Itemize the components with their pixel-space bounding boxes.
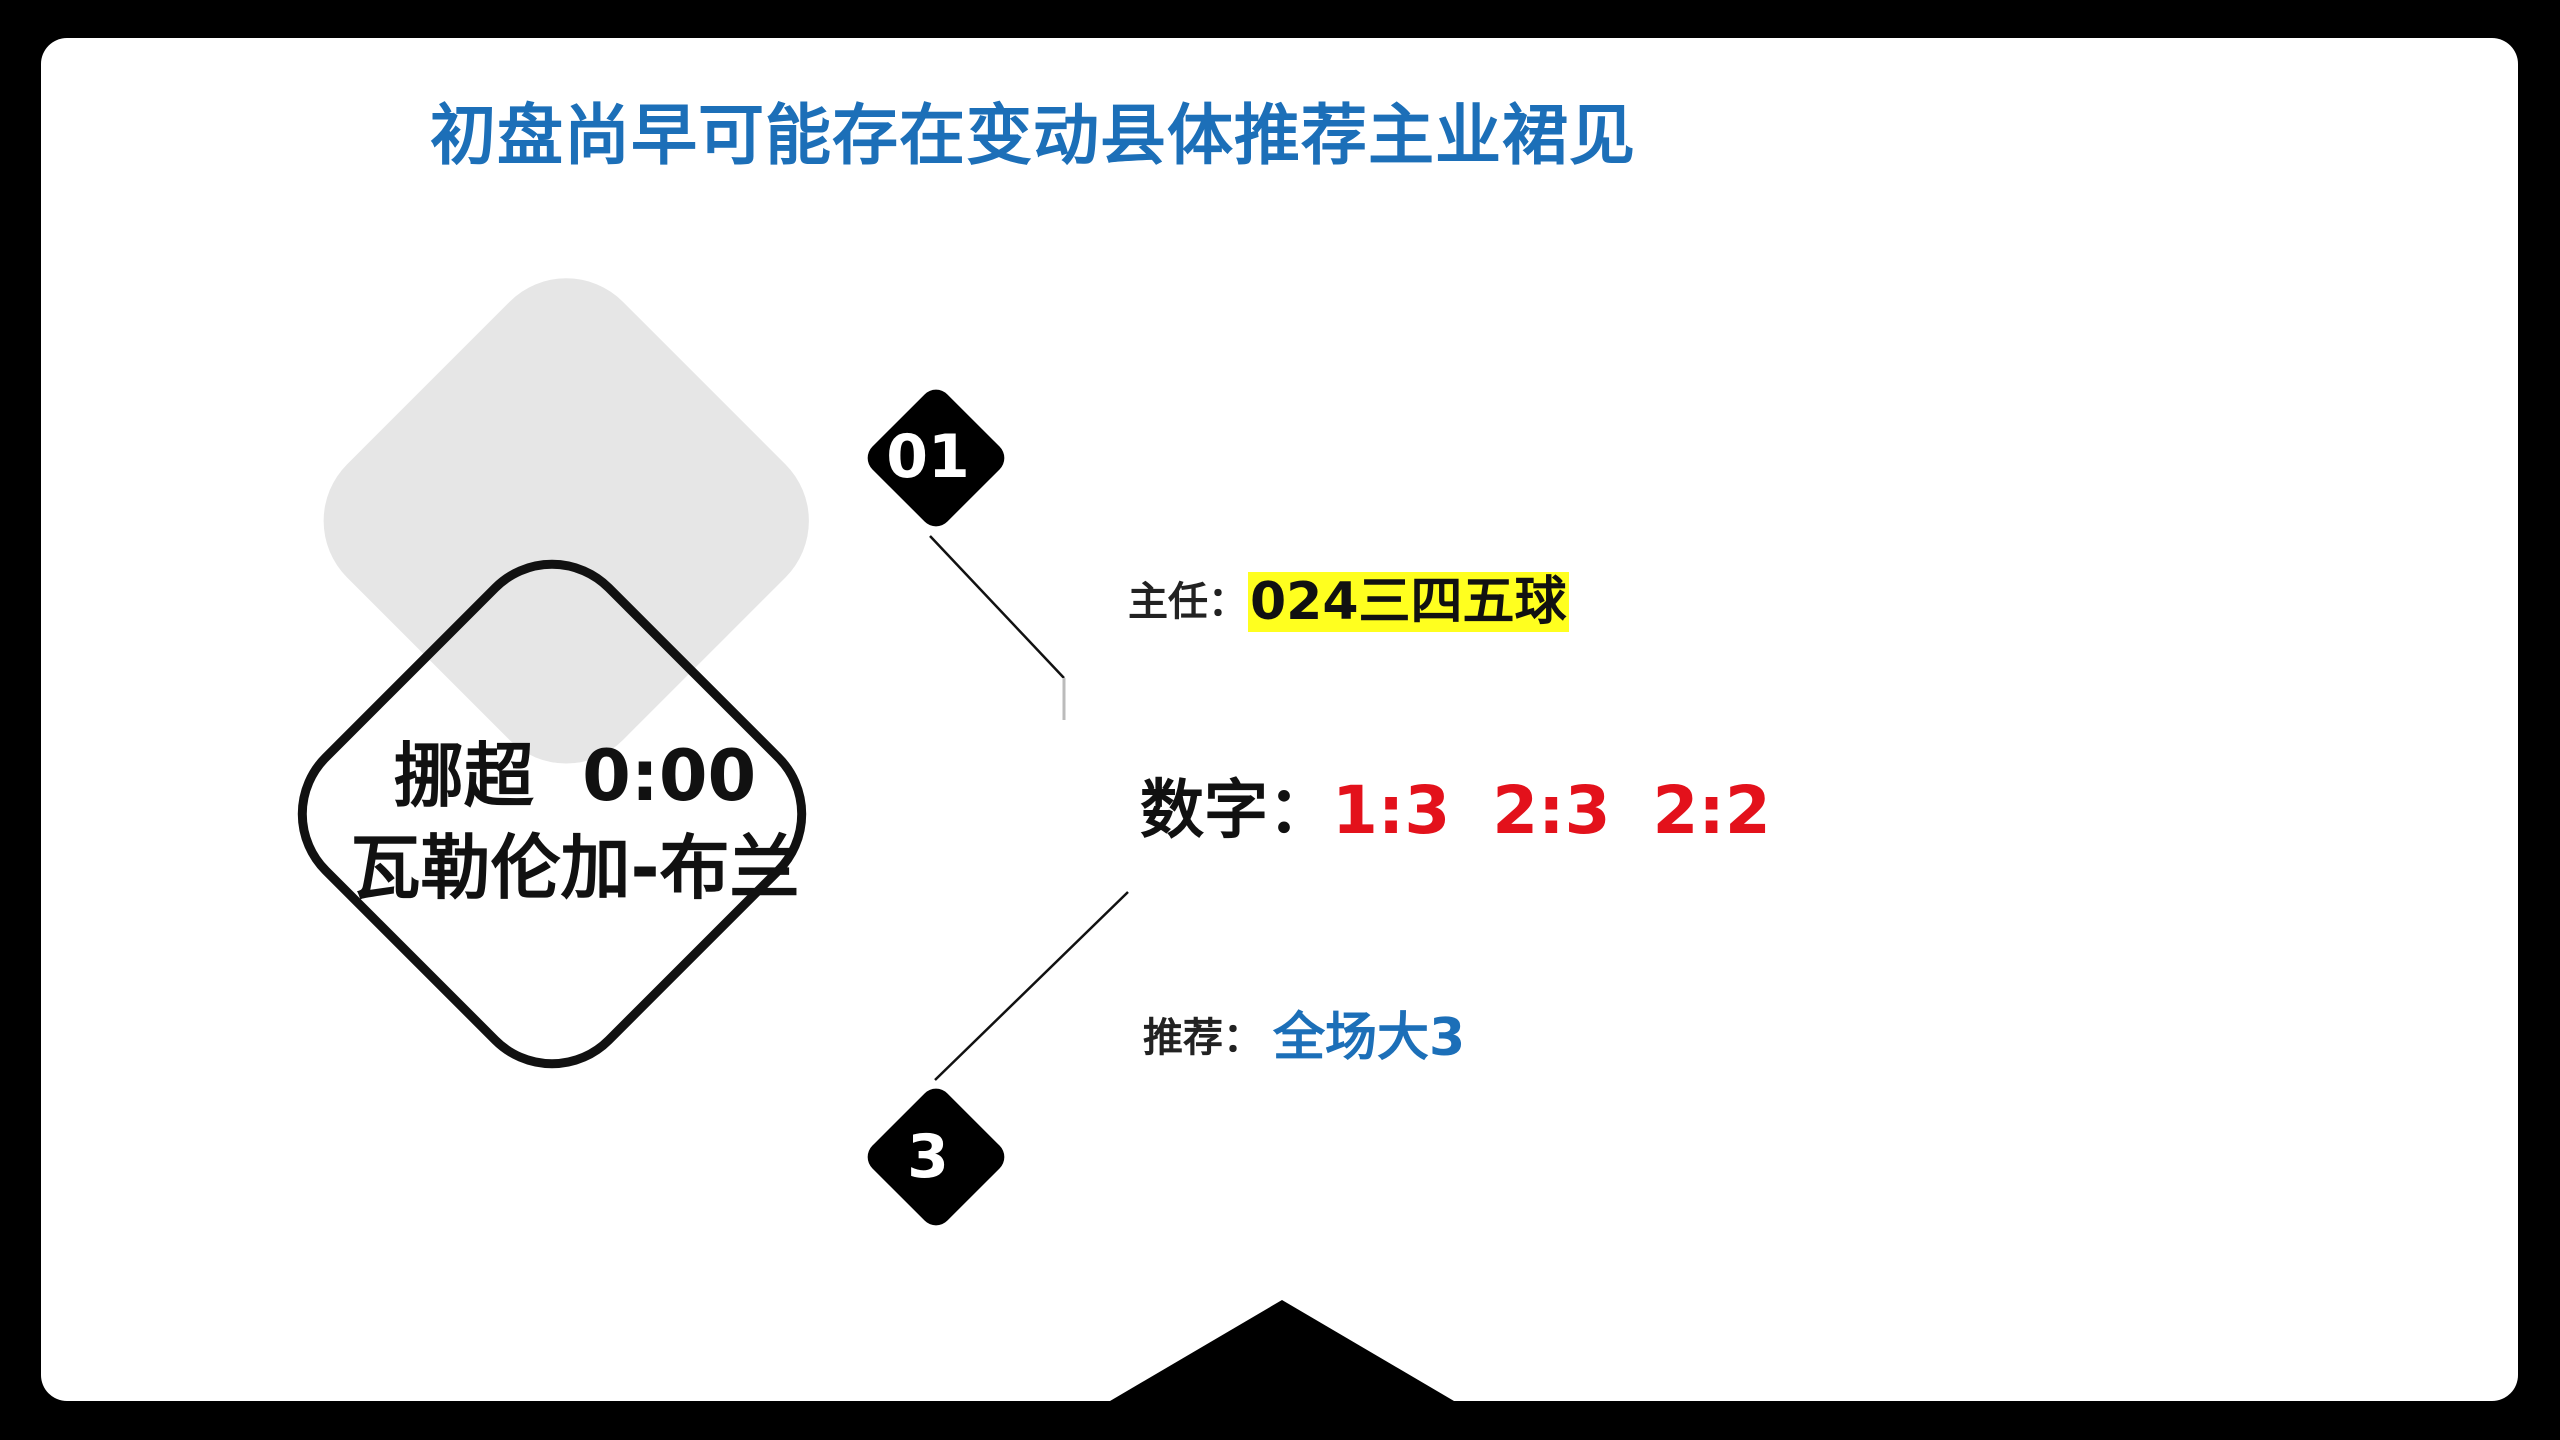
recommendation-value: 全场大3 (1273, 1008, 1466, 1068)
primary-label: 主任： (1128, 579, 1248, 625)
connector-bottom (934, 891, 1129, 1081)
score-value: 2:2 (1652, 772, 1771, 849)
bottom-notch-triangle (1110, 1300, 1454, 1401)
inner-diamond-frame (297, 559, 807, 1069)
badge-label-bottom: 3 (907, 1122, 949, 1192)
primary-row: 主任： 024三四五球 (1128, 572, 1569, 632)
slide-card (41, 38, 2518, 1401)
scores-label: 数字： (1140, 774, 1332, 848)
badge-label-top: 01 (886, 422, 970, 492)
score-value: 2:3 (1492, 772, 1611, 849)
recommendation-row: 推荐： 全场大3 (1143, 1012, 1465, 1064)
match-league-time: 挪超 0:00 (393, 735, 757, 817)
badge-diamond-bottom (867, 1088, 1005, 1226)
headline: 初盘尚早可能存在变动县体推荐主业裙见 (430, 97, 1636, 174)
scores-row: 数字： 1:3 2:3 2:2 (1140, 778, 1813, 844)
connector-top (929, 535, 1065, 679)
score-value: 1:3 (1332, 772, 1451, 849)
match-teams: 瓦勒伦加-布兰 (350, 827, 800, 909)
badge-diamond-top (867, 389, 1005, 527)
primary-value-highlight: 024三四五球 (1248, 572, 1569, 632)
recommendation-label: 推荐： (1143, 1015, 1263, 1061)
match-info: 挪超 0:00 瓦勒伦加-布兰 (300, 730, 850, 914)
